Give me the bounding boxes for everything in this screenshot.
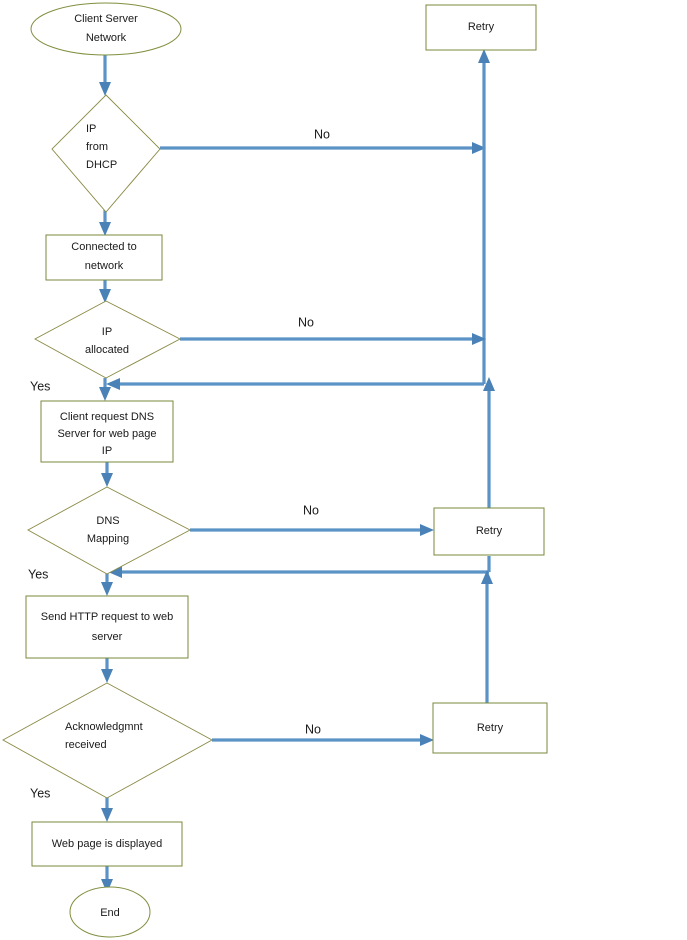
connector-http-to-ack (101, 658, 113, 683)
node-retry-3-label: Retry (477, 722, 504, 734)
edge-label-yes-ack: Yes (30, 786, 50, 800)
connector-start-to-dhcp (99, 50, 111, 96)
node-send-http-request[interactable]: Send HTTP request to web server (25, 595, 189, 659)
node-alloc-line1: IP (102, 326, 112, 338)
edge-label-no-alloc: No (298, 315, 314, 329)
node-client-request-dns[interactable]: Client request DNS Server for web page I… (40, 400, 174, 463)
connector-dns-no-to-retry2 (190, 524, 434, 536)
node-dhcp-line1: IP (86, 123, 96, 135)
node-retry-1-label: Retry (468, 21, 495, 33)
connector-feedback-to-dns-request (106, 378, 484, 390)
node-alloc-line2: allocated (85, 344, 129, 356)
connector-webpage-to-end (101, 866, 113, 893)
connector-ack-yes-to-webpage (101, 795, 113, 822)
edge-label-no-dns: No (303, 503, 319, 517)
node-retry-1[interactable]: Retry (425, 4, 537, 51)
connector-dns-request-to-dec-dns (101, 462, 113, 487)
node-dhcp-line2: from (86, 141, 108, 153)
node-decision-dns-mapping[interactable]: DNS Mapping (27, 486, 191, 575)
node-decision-acknowledgment-received[interactable]: Acknowledgmnt received (2, 682, 213, 799)
node-ack-line2: received (65, 739, 107, 751)
edge-label-no-ack: No (305, 722, 321, 736)
node-connected-line1: Connected to (71, 241, 136, 253)
node-dhcp-line3: DHCP (86, 159, 117, 171)
connector-alloc-no (180, 333, 486, 345)
node-start[interactable]: Client Server Network (30, 2, 182, 56)
node-end[interactable]: End (69, 886, 151, 938)
node-retry-2-label: Retry (476, 525, 503, 537)
node-http-line1: Send HTTP request to web (41, 611, 173, 623)
connector-retry3-vertical (481, 570, 493, 703)
node-retry-3[interactable]: Retry (432, 702, 548, 754)
edge-label-no-dhcp: No (314, 127, 330, 141)
connector-dhcp-no (160, 142, 486, 154)
node-ack-line1: Acknowledgmnt (65, 721, 143, 733)
node-dns-line2: Mapping (87, 533, 129, 545)
edge-label-yes-alloc: Yes (30, 379, 50, 393)
connector-alloc-yes-to-dns-request (99, 378, 111, 401)
node-connected-to-network[interactable]: Connected to network (45, 234, 163, 281)
node-web-page-displayed[interactable]: Web page is displayed (31, 821, 183, 867)
node-retry-2[interactable]: Retry (433, 507, 545, 556)
connector-right-vertical-to-retry1 (478, 49, 490, 384)
connector-ack-no-to-retry3 (212, 734, 434, 746)
connector-retry2-vertical (483, 377, 495, 508)
node-connected-line2: network (85, 260, 124, 272)
connector-connected-to-alloc (99, 279, 111, 303)
node-start-line2: Network (86, 32, 127, 44)
node-end-label: End (100, 907, 120, 919)
edge-labels: No No Yes No Yes No Yes (28, 127, 330, 800)
node-http-line2: server (92, 631, 123, 643)
connector-feedback-to-http-request (108, 566, 489, 578)
connectors (99, 49, 495, 893)
node-start-line1: Client Server (74, 13, 138, 25)
node-dns-request-line1: Client request DNS (60, 411, 154, 423)
node-dns-line1: DNS (96, 515, 119, 527)
node-webpage-label: Web page is displayed (52, 838, 162, 850)
node-dns-request-line3: IP (102, 445, 112, 457)
node-dns-request-line2: Server for web page (57, 428, 156, 440)
node-decision-ip-from-dhcp[interactable]: IP from DHCP (51, 94, 161, 213)
edge-label-yes-dns: Yes (28, 567, 48, 581)
node-decision-ip-allocated[interactable]: IP allocated (34, 300, 181, 379)
